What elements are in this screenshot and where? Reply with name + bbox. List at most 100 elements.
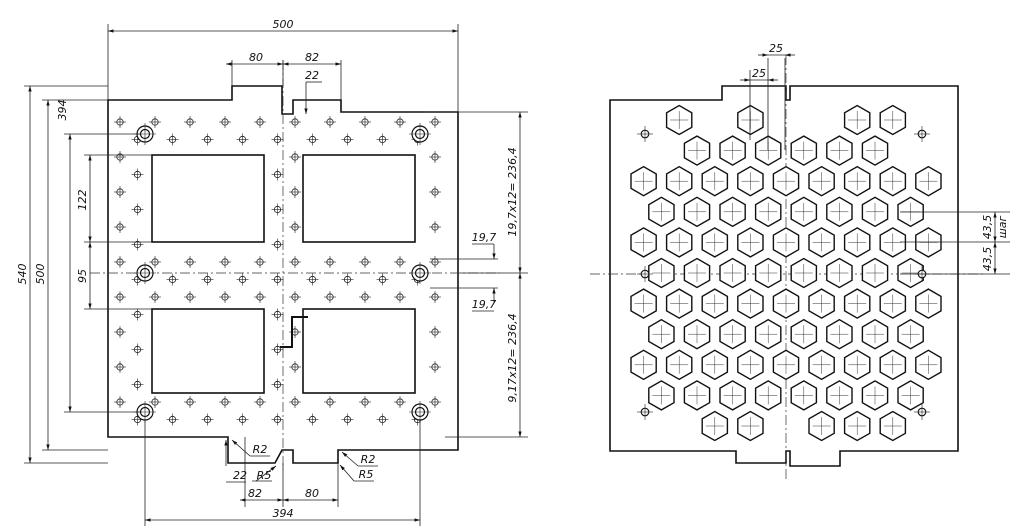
crosshair-hole <box>429 361 441 373</box>
hexagon-cutout <box>719 135 746 166</box>
right-side-dimensions: 43,5 43,5 шаг <box>900 211 1010 275</box>
hexagon-cutout <box>754 196 782 228</box>
left-plate-outline <box>107 85 459 464</box>
crosshair-hole <box>376 413 389 426</box>
hexagon-cutout <box>719 380 746 411</box>
crosshair-hole <box>289 221 301 233</box>
hexagon-cutout <box>843 349 871 381</box>
crosshair-hole <box>271 378 284 391</box>
crosshair-hole <box>289 326 301 338</box>
crosshair-hole <box>429 396 441 408</box>
hexagon-cutout <box>861 135 889 166</box>
crosshair-hole <box>429 326 441 338</box>
left-dimensions: 540 500 394 122 95 <box>16 85 152 464</box>
crosshair-hole <box>219 291 231 303</box>
crosshair-hole <box>271 273 284 286</box>
mounting-hole <box>134 123 156 145</box>
hexagon-cutout <box>897 318 924 350</box>
window-bottom-left <box>151 308 265 394</box>
crosshair-hole <box>114 186 126 198</box>
hexagon-cutout <box>701 165 729 197</box>
hexagon-cutout <box>701 410 729 442</box>
hexagon-cutout <box>879 288 907 319</box>
crosshair-hole <box>289 116 301 128</box>
crosshair-hole <box>236 273 249 286</box>
hexagon-cutout <box>772 165 800 197</box>
crosshair-hole <box>324 256 336 268</box>
window-top-left <box>151 154 265 243</box>
hexagon-cutout <box>843 227 871 258</box>
hexagon-cutout <box>843 410 871 442</box>
crosshair-hole <box>254 396 266 408</box>
crosshair-hole <box>114 361 126 373</box>
crosshair-hole <box>359 256 371 268</box>
hexagon-cutout <box>719 257 746 289</box>
crosshair-hole <box>236 133 249 146</box>
dim-text-r5-left: R5 <box>257 469 272 482</box>
hexagon-cutout <box>861 196 889 228</box>
hexagon-cutout <box>861 257 889 289</box>
crosshair-hole <box>201 133 214 146</box>
right-top-dimensions: 25 25 <box>740 42 795 150</box>
crosshair-hole <box>201 273 214 286</box>
crosshair-hole <box>201 413 214 426</box>
crosshair-hole <box>219 256 231 268</box>
hexagon-cutout <box>772 349 800 381</box>
crosshair-hole <box>306 273 319 286</box>
hexagon-cutout <box>754 380 782 411</box>
hexagon-cutout <box>737 227 764 258</box>
crosshair-hole <box>289 256 301 268</box>
dim-text-80-top: 80 <box>249 51 263 64</box>
hexagon-cutout <box>808 410 835 442</box>
crosshair-hole <box>359 291 371 303</box>
crosshair-hole <box>271 343 284 356</box>
crosshair-hole <box>166 273 179 286</box>
crosshair-hole <box>341 273 354 286</box>
crosshair-hole <box>376 273 389 286</box>
top-dimensions: 500 80 82 22 <box>107 18 459 114</box>
hexagon-cutout <box>843 104 871 136</box>
dim-text-540: 540 <box>16 264 29 285</box>
hexagon-cutout <box>915 349 942 381</box>
crosshair-hole <box>429 151 441 163</box>
crosshair-hole <box>429 186 441 198</box>
mounting-hole <box>409 262 431 284</box>
dim-text-pitch-bottom: 9,17x12= 236,4 <box>506 313 519 402</box>
dim-text-394-left: 394 <box>56 100 69 121</box>
hexagon-cutout <box>754 318 782 350</box>
hexagon-cutout <box>879 349 907 381</box>
crosshair-hole <box>289 291 301 303</box>
crosshair-hole <box>271 238 284 251</box>
crosshair-hole <box>429 256 441 268</box>
crosshair-hole <box>394 396 406 408</box>
crosshair-hole <box>289 186 301 198</box>
hexagon-cutout <box>683 135 711 166</box>
crosshair-hole <box>429 221 441 233</box>
dim-text-80-bottom: 80 <box>305 487 319 500</box>
crosshair-hole <box>131 203 144 216</box>
hexagon-cutout <box>790 135 818 166</box>
mounting-hole <box>914 404 930 420</box>
dim-text-394-bottom: 394 <box>273 507 294 520</box>
hexagon-cutout <box>843 165 871 197</box>
crosshair-hole <box>306 133 319 146</box>
hexagon-cutout <box>665 349 693 381</box>
crosshair-hole <box>254 116 266 128</box>
crosshair-hole <box>429 116 441 128</box>
dim-text-95: 95 <box>76 269 89 283</box>
crosshair-hole <box>289 151 301 163</box>
dim-text-82-bottom: 82 <box>248 487 262 500</box>
crosshair-hole <box>131 238 144 251</box>
hexagon-cutout <box>683 318 711 350</box>
dim-text-500-left: 500 <box>34 264 47 285</box>
crosshair-hole <box>289 396 301 408</box>
hexagon-cutout <box>737 288 764 319</box>
crosshair-hole <box>114 326 126 338</box>
hexagon-cutout <box>648 196 675 228</box>
crosshair-hole <box>219 396 231 408</box>
right-dimensions: 19,7x12= 236,4 9,17x12= 236,4 19,7 19,7 <box>425 111 528 438</box>
hexagon-cutout <box>648 318 675 350</box>
hexagon-cutout <box>826 135 853 166</box>
crosshair-hole <box>324 396 336 408</box>
hexagon-cutout <box>630 349 657 381</box>
